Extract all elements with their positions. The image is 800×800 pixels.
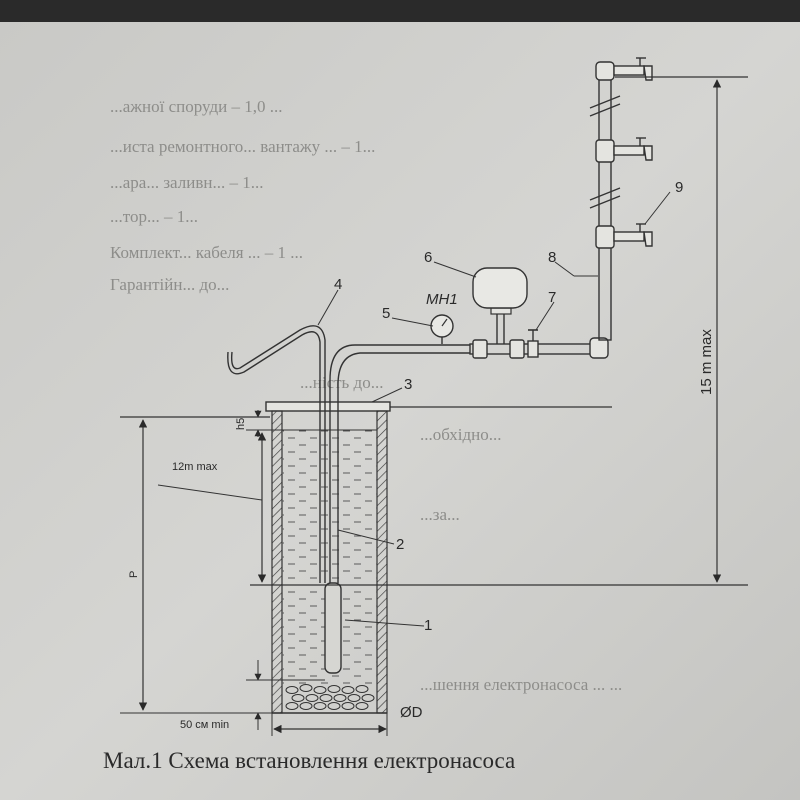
- pump: [324, 582, 342, 674]
- bg-line-2: ...иста ремонтного... вантажу ... – 1...: [110, 137, 375, 156]
- background-text: ...ажної споруди – 1,0 ... ...иста ремон…: [110, 97, 622, 694]
- gravel: [285, 684, 375, 710]
- label-5: 5: [382, 305, 390, 322]
- bg-line-6: Гарантійн... до...: [110, 275, 229, 294]
- label-2: 2: [396, 536, 404, 553]
- label-mh1: МН1: [426, 291, 458, 308]
- bg-line-3: ...ара... заливн... – 1...: [110, 173, 263, 192]
- label-8: 8: [548, 249, 556, 266]
- bg-line-9: ...за...: [420, 505, 460, 524]
- label-7: 7: [548, 289, 556, 306]
- label-50cm-min: 50 см min: [180, 719, 229, 731]
- label-1: 1: [424, 617, 432, 634]
- riser-pipe: [589, 61, 621, 341]
- label-6: 6: [424, 249, 432, 266]
- pressure-tank: [472, 267, 528, 344]
- label-12m-max: 12m max: [172, 461, 218, 473]
- label-h5: h5: [235, 418, 247, 430]
- label-3: 3: [404, 376, 412, 393]
- label-15m-max: 15 m max: [698, 329, 715, 395]
- pump-pipe: [329, 344, 470, 583]
- label-od: ØD: [400, 704, 423, 721]
- label-9: 9: [675, 179, 683, 196]
- bg-line-5: Комплект... кабеля ... – 1 ...: [110, 243, 303, 262]
- water-taps: [613, 57, 653, 247]
- safety-rope: [230, 325, 326, 583]
- figure-caption: Мал.1 Схема встановлення електронасоса: [103, 748, 516, 773]
- label-p: P: [128, 571, 140, 578]
- bg-line-10: ...шення електронасоса ... ...: [420, 675, 622, 694]
- bg-line-4: ...тор... – 1...: [110, 207, 198, 226]
- bg-line-8: ...обхідно...: [420, 425, 501, 444]
- pressure-gauge: [430, 314, 454, 344]
- bg-line-7: ...ність до...: [300, 373, 383, 392]
- label-4: 4: [334, 276, 342, 293]
- bg-line-1: ...ажної споруди – 1,0 ...: [110, 97, 282, 116]
- paper-page: [0, 22, 800, 800]
